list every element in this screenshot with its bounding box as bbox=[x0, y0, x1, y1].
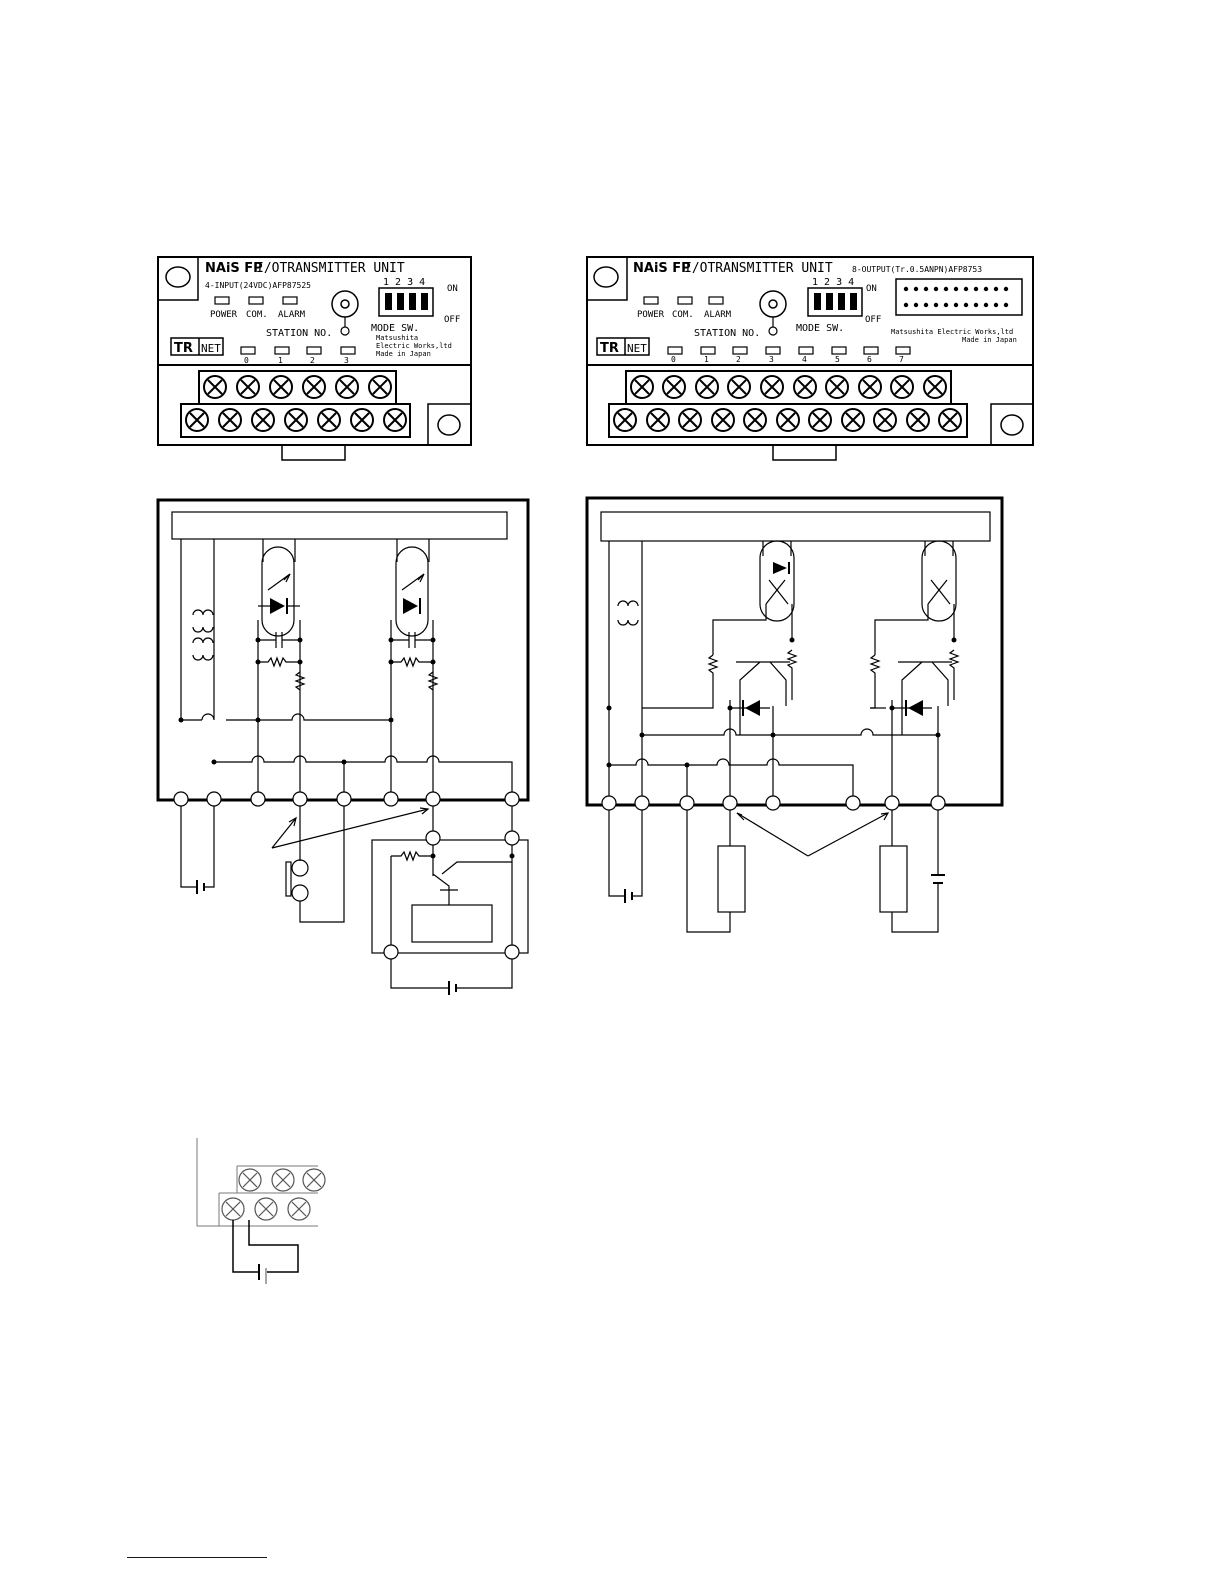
photocoupler-a bbox=[642, 540, 798, 735]
brand-label: NAiS FP bbox=[205, 261, 263, 276]
svg-text:ON: ON bbox=[866, 284, 877, 294]
station-led bbox=[240, 346, 256, 355]
station-led bbox=[732, 346, 748, 355]
coupling-transformer bbox=[192, 609, 214, 661]
station-led bbox=[863, 346, 879, 355]
svg-text:0: 0 bbox=[671, 355, 676, 364]
led-label-power: POWER bbox=[210, 310, 238, 320]
model-label: 4-INPUT(24VDC)AFP87525 bbox=[205, 281, 311, 290]
photocoupler-1 bbox=[257, 539, 301, 795]
unit-title: I/OTRANSMITTER UNIT bbox=[256, 261, 405, 276]
dip-on-label: ON bbox=[447, 284, 458, 294]
station-rotary-switch bbox=[331, 290, 359, 318]
mode-dip-switch bbox=[807, 287, 863, 317]
svg-text:6: 6 bbox=[867, 355, 872, 364]
dip-numbers: 1 2 3 4 bbox=[383, 277, 425, 288]
maker-line-1: Matsushita bbox=[376, 334, 418, 342]
output-terminals bbox=[601, 795, 946, 811]
maker-line-2: Electric Works,ltd bbox=[376, 342, 452, 350]
svg-text:3: 3 bbox=[769, 355, 774, 364]
internal-circuit-bar bbox=[600, 511, 991, 542]
com-led bbox=[677, 296, 693, 305]
svg-text:TR: TR bbox=[174, 341, 193, 356]
mounting-hole-icon bbox=[165, 266, 191, 288]
internal-circuit-bar bbox=[171, 511, 508, 540]
trnet-logo bbox=[170, 337, 224, 356]
din-clip bbox=[281, 445, 346, 461]
mode-label: MODE SW. bbox=[371, 323, 419, 334]
station-led bbox=[340, 346, 356, 355]
callout-arrows bbox=[736, 812, 890, 857]
led-label-alarm: ALARM bbox=[278, 310, 306, 320]
svg-text:4: 4 bbox=[802, 355, 807, 364]
station-led bbox=[667, 346, 683, 355]
power-led bbox=[214, 296, 230, 305]
svg-text:OFF: OFF bbox=[865, 315, 881, 325]
unit-title: I/OTRANSMITTER UNIT bbox=[684, 261, 833, 276]
station-label: STATION NO. bbox=[266, 328, 332, 339]
svg-text:3: 3 bbox=[344, 356, 349, 365]
svg-text:COM.: COM. bbox=[672, 310, 694, 320]
svg-text:2: 2 bbox=[310, 356, 315, 365]
brand-label: NAiS FP bbox=[633, 261, 691, 276]
svg-text:MODE SW.: MODE SW. bbox=[796, 323, 844, 334]
svg-text:5: 5 bbox=[835, 355, 840, 364]
expansion-connector bbox=[895, 278, 1023, 316]
din-clip bbox=[772, 445, 837, 461]
svg-text:0: 0 bbox=[244, 356, 249, 365]
svg-text:Made in Japan: Made in Japan bbox=[962, 336, 1017, 344]
trnet-logo bbox=[596, 337, 650, 356]
svg-text:NET: NET bbox=[627, 342, 647, 355]
svg-text:TR: TR bbox=[600, 341, 619, 356]
svg-text:POWER: POWER bbox=[637, 310, 665, 320]
station-rotary-switch bbox=[759, 290, 787, 318]
input-unit-front-panel: NAiS FP I/OTRANSMITTER UNIT 4-INPUT(24VD… bbox=[157, 256, 472, 461]
svg-text:STATION NO.: STATION NO. bbox=[694, 328, 760, 339]
station-led bbox=[274, 346, 290, 355]
terminal-detail bbox=[196, 1138, 326, 1284]
com-led bbox=[248, 296, 264, 305]
mounting-hole-icon bbox=[437, 414, 461, 436]
svg-text:NET: NET bbox=[201, 342, 221, 355]
maker-line-3: Made in Japan bbox=[376, 350, 431, 358]
station-led bbox=[798, 346, 814, 355]
load-1 bbox=[717, 845, 746, 913]
input-circuit-schematic bbox=[156, 498, 530, 995]
terminal-block-lower bbox=[608, 403, 968, 438]
mounting-hole-icon bbox=[593, 266, 619, 288]
dip-off-label: OFF bbox=[444, 315, 460, 325]
output-circuit-schematic bbox=[585, 496, 1004, 933]
power-led bbox=[643, 296, 659, 305]
svg-text:ALARM: ALARM bbox=[704, 310, 732, 320]
led-label-com: COM. bbox=[246, 310, 268, 320]
mounting-hole-icon bbox=[1000, 414, 1024, 436]
terminal-block-upper bbox=[198, 370, 397, 405]
output-circuit-boundary bbox=[585, 496, 1004, 807]
sensor-circuit bbox=[371, 830, 529, 995]
svg-text:1: 1 bbox=[704, 355, 709, 364]
mode-dip-switch bbox=[378, 287, 434, 317]
station-led bbox=[700, 346, 716, 355]
svg-text:2: 2 bbox=[736, 355, 741, 364]
photocoupler-2 bbox=[390, 539, 439, 795]
svg-text:7: 7 bbox=[899, 355, 904, 364]
footer-rule bbox=[127, 1557, 267, 1558]
station-led bbox=[895, 346, 911, 355]
svg-text:1: 1 bbox=[278, 356, 283, 365]
svg-text:Matsushita Electric Works,ltd: Matsushita Electric Works,ltd bbox=[891, 328, 1013, 336]
callout-arrows bbox=[271, 807, 430, 849]
output-unit-front-panel: NAiS FP I/OTRANSMITTER UNIT 8-OUTPUT(Tr.… bbox=[586, 256, 1034, 461]
alarm-led bbox=[708, 296, 724, 305]
station-led bbox=[765, 346, 781, 355]
alarm-led bbox=[282, 296, 298, 305]
load-2 bbox=[879, 845, 908, 913]
svg-text:1 2 3 4: 1 2 3 4 bbox=[812, 277, 854, 288]
station-led bbox=[831, 346, 847, 355]
model-label: 8-OUTPUT(Tr.0.5ANPN)AFP8753 bbox=[852, 265, 982, 274]
station-led bbox=[306, 346, 322, 355]
terminal-block-lower bbox=[180, 403, 411, 438]
